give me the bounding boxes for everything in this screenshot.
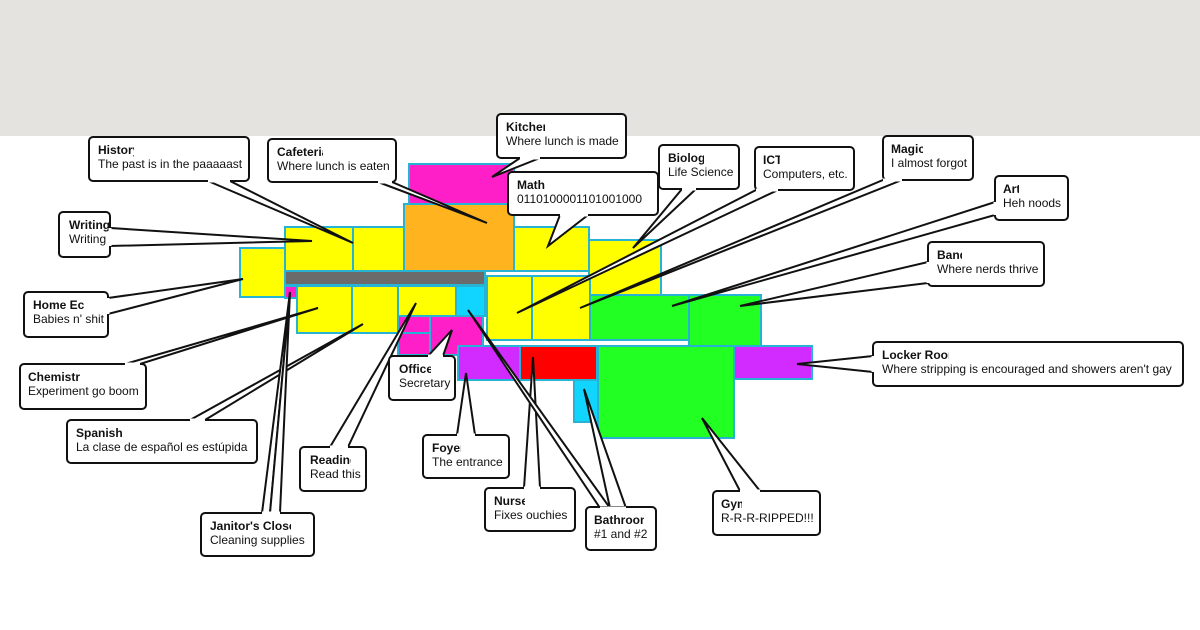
callout-title: Janitor's Closet: [210, 519, 300, 533]
callout-title: Art: [1003, 182, 1020, 196]
callout-description: The entrance: [432, 455, 503, 469]
callout-description: #1 and #2: [594, 527, 648, 541]
callout-box: [66, 419, 258, 464]
callout-title: Foyer: [432, 441, 465, 455]
callout-description: Where lunch is eaten: [277, 159, 390, 173]
callout-description: La clase de español es estúpida: [76, 440, 248, 454]
callout-description: Experiment go boom: [28, 384, 139, 398]
callout-description: Read this: [310, 467, 361, 481]
tail-history: [207, 180, 354, 244]
callout-title: Biology: [668, 151, 712, 165]
callout-box: [388, 355, 456, 401]
callout-description: Life Science: [668, 165, 734, 179]
room-foyer[interactable]: [457, 345, 521, 381]
callout-title: Nurse: [494, 494, 528, 508]
room-history[interactable]: [284, 226, 354, 272]
callout-title: Cafeteria: [277, 145, 329, 159]
room-chemistry[interactable]: [296, 285, 353, 334]
tail-foyer: [455, 372, 477, 436]
callout-title: Office: [399, 362, 433, 376]
callout-title: Band: [937, 248, 967, 262]
callout-description: Fixes ouchies: [494, 508, 567, 522]
callout-box: [712, 490, 821, 536]
callout-title: Writing: [69, 218, 110, 232]
room-home-ec[interactable]: [239, 247, 286, 298]
room-hallway: [284, 270, 486, 286]
callout-title: Magic: [891, 142, 925, 156]
callout-description: Cleaning supplies: [210, 533, 305, 547]
room-math[interactable]: [513, 226, 590, 272]
room-gym[interactable]: [597, 345, 735, 439]
room-reading[interactable]: [397, 285, 457, 317]
callout-description: Where lunch is made: [506, 134, 619, 148]
room-locker-room[interactable]: [733, 345, 813, 380]
callout-box: [200, 512, 315, 557]
callout-description: R-R-R-RIPPED!!!: [721, 511, 814, 525]
callout-title: Home Ec: [33, 298, 85, 312]
callout-box: [496, 113, 627, 159]
callout-description: Where stripping is encouraged and shower…: [882, 362, 1172, 376]
callout-description: 0110100001101001000: [517, 192, 642, 206]
tail-home-ec: [107, 278, 244, 316]
callout-box: [658, 144, 740, 190]
room-art[interactable]: [589, 294, 690, 341]
callout-description: Secretary: [399, 376, 450, 390]
callout-description: Heh noods: [1003, 196, 1061, 210]
callout-description: Where nerds thrive: [937, 262, 1039, 276]
callout-title: Reading: [310, 453, 357, 467]
callout-title: ICT: [763, 153, 783, 167]
tail-band: [739, 260, 929, 307]
callout-box: [23, 291, 109, 338]
callout-title: Bathroom: [594, 513, 651, 527]
callout-description: Babies n' shit: [33, 312, 105, 326]
room-janitors-closet[interactable]: [284, 285, 298, 299]
tail-writing: [109, 226, 313, 248]
callout-box: [882, 135, 974, 181]
callout-box: [19, 363, 147, 410]
callout-title: Kitchen: [506, 120, 550, 134]
callout-title: Gym: [721, 497, 748, 511]
callout-title: Spanish: [76, 426, 123, 440]
room-ict[interactable]: [486, 275, 533, 341]
callout-bathroom[interactable]: Bathroom#1 and #2: [585, 506, 657, 551]
callout-title: Locker Room: [882, 348, 959, 362]
callout-box: [994, 175, 1069, 221]
callout-box: [88, 136, 250, 182]
room-office-small-2[interactable]: [397, 332, 431, 356]
callout-box: [267, 138, 397, 183]
room-cafeteria-main[interactable]: [403, 203, 515, 272]
callout-description: I almost forgot: [891, 156, 968, 170]
tail-janitors-closet-2: [268, 291, 291, 514]
callout-description: Writing: [69, 232, 106, 246]
room-cafeteria[interactable]: [352, 226, 405, 272]
callout-title: Math: [517, 178, 545, 192]
callout-box: [754, 146, 855, 191]
callout-description: The past is in the paaaaast: [98, 157, 243, 171]
room-restroom-upper[interactable]: [455, 285, 486, 317]
callout-description: Computers, etc.: [763, 167, 848, 181]
callout-title: Chemistry: [28, 370, 87, 384]
callout-title: History: [98, 143, 140, 157]
